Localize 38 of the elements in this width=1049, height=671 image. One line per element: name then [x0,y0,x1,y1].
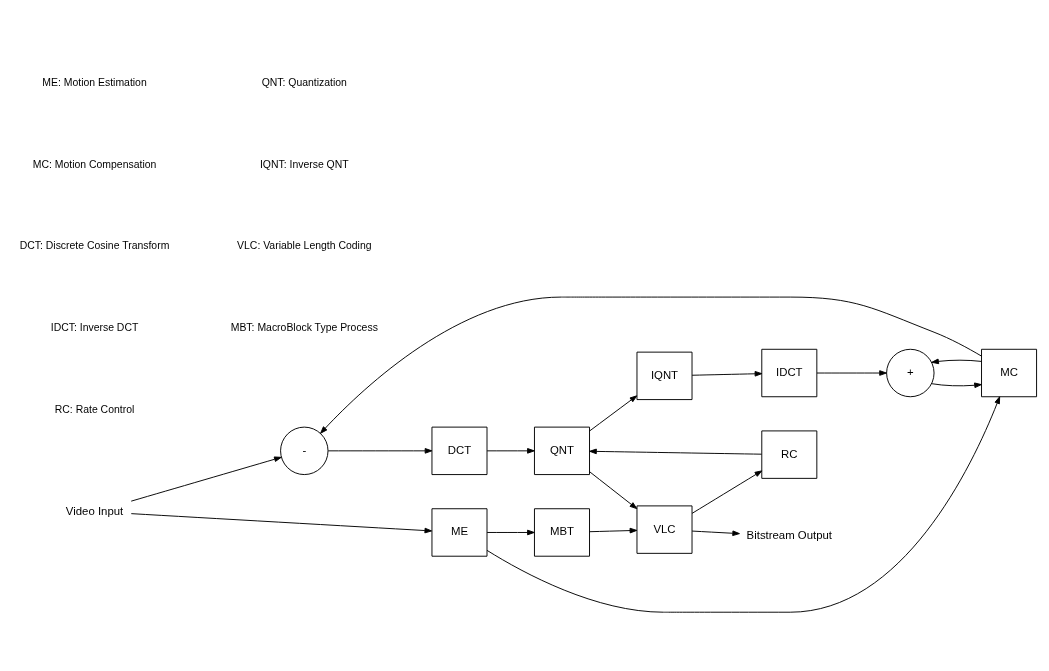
label: ME: Motion Estimation [42,76,147,88]
node-box: QNT [534,426,590,475]
arrow [691,529,740,536]
node-text: Bitstream Output [746,528,832,541]
arrow [931,358,982,364]
label: VLC: Variable Length Coding [237,239,372,251]
arrow [130,512,433,533]
arrow [327,447,433,454]
label: IDCT: Inverse DCT [50,321,139,333]
node-box: MC [981,348,1038,397]
arrow [589,394,638,431]
arrow [486,447,535,454]
arrow [486,529,535,535]
arrow [320,296,982,434]
arrow [130,456,282,502]
node-box: DCT [431,426,488,475]
label: MBT: MacroBlock Type Process [230,321,378,333]
arrow [589,470,638,509]
arrow [589,527,638,533]
arrow [816,369,887,376]
label: IQNT: Inverse QNT [259,158,349,170]
label: MC: Motion Compensation [32,158,157,170]
node-circle: + [886,348,935,397]
node-box: IDCT [761,348,818,397]
arrow [486,395,1001,613]
label: DCT: Discrete Cosine Transform [19,239,170,251]
arrow [691,469,763,514]
node-box: IQNT [636,351,693,400]
label: QNT: Quantization [261,76,347,88]
node-text: Video Input [65,504,124,517]
arrow [589,448,763,455]
node-box: ME [431,507,488,557]
node-box: RC [761,429,818,479]
node-box: VLC [636,504,693,554]
arrow [691,370,763,377]
arrow [931,381,982,388]
label: RC: Rate Control [54,403,135,415]
node-box: MBT [534,507,590,557]
